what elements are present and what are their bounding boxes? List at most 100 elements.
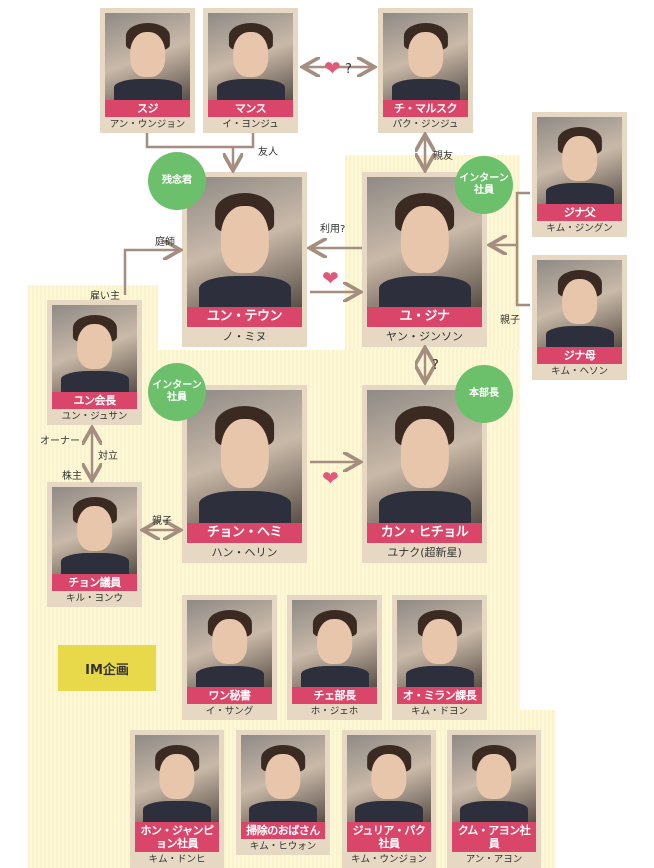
character-card: チョン議員キル・ヨンウ: [47, 482, 142, 607]
badge-text: 残念君: [162, 175, 192, 186]
badge-text-line: インターン: [152, 380, 202, 391]
character-card: ジナ父キム・ジングン: [532, 112, 627, 237]
badge-text: インターン社員: [152, 380, 202, 404]
actor-name: キム・ウンジョン: [350, 854, 427, 865]
label-friends: 友人: [258, 147, 278, 158]
label-conflict: 対立: [98, 451, 118, 462]
heart-icon: ❤: [322, 466, 339, 490]
badge-text-line: インターン: [459, 173, 509, 184]
character-photo: [135, 735, 219, 822]
badge-text-line: 社員: [474, 185, 494, 196]
role-name: マンス: [208, 100, 293, 117]
role-name: チョン議員: [52, 574, 137, 591]
role-name: ユン会長: [52, 392, 137, 409]
character-photo: [537, 260, 622, 347]
role-name: チョン・ヘミ: [187, 523, 302, 543]
character-photo: [187, 600, 272, 687]
actor-name: キム・ドヨン: [410, 706, 468, 717]
character-photo: [187, 177, 302, 307]
character-photo: [452, 735, 536, 822]
actor-name: アン・アヨン: [465, 854, 523, 865]
company-label: IM企画: [58, 645, 156, 691]
character-photo: [105, 13, 190, 100]
character-photo: [292, 600, 377, 687]
heart-icon: ❤: [322, 266, 339, 290]
character-card: チョン・ヘミハン・ヘリン: [182, 385, 307, 563]
actor-name: イ・ヨンジュ: [222, 119, 279, 130]
label-gardener: 庭師: [155, 237, 175, 248]
role-name: スジ: [105, 100, 190, 117]
character-card: オ・ミラン課長キム・ドヨン: [392, 595, 487, 720]
role-name: ジュリア・パク社員: [347, 822, 431, 852]
character-card: 掃除のおばさんキム・ヒウォン: [236, 730, 330, 855]
character-photo: [208, 13, 293, 100]
badge-hemi: インターン社員: [148, 363, 206, 421]
label-use: 利用?: [320, 224, 346, 235]
character-card: カン・ヒチョルユナク(超新星): [362, 385, 487, 563]
character-photo: [52, 487, 137, 574]
role-name: ジナ母: [537, 347, 622, 364]
label-parent-child: 親子: [500, 315, 520, 326]
character-photo: [347, 735, 431, 822]
actor-name: キム・ヘソン: [550, 366, 608, 377]
role-name: クム・アヨン社員: [452, 822, 536, 852]
actor-name: キム・ドンヒ: [148, 854, 206, 865]
character-card: ジナ母キム・ヘソン: [532, 255, 627, 380]
label-employer: 雇い主: [90, 291, 120, 302]
label-shareholder: 株主: [62, 471, 82, 482]
actor-name: キル・ヨンウ: [65, 593, 123, 604]
character-card: ホン・ジャンピョン社員キム・ドンヒ: [130, 730, 224, 868]
actor-name: パク・ジンジュ: [392, 119, 459, 130]
role-name: ジナ父: [537, 204, 622, 221]
character-card: ユ・ジナヤン・ジンソン: [362, 172, 487, 347]
actor-name: キム・ジングン: [546, 223, 613, 234]
character-card: チ・マルスクパク・ジンジュ: [378, 8, 473, 133]
actor-name: ホ・ジェホ: [310, 706, 359, 717]
actor-name: ヤン・ジンソン: [386, 330, 463, 343]
badge-jina: インターン社員: [455, 156, 513, 214]
role-name: ユ・ジナ: [367, 307, 482, 327]
actor-name: キム・ヒウォン: [249, 841, 317, 852]
character-photo: [537, 117, 622, 204]
label-love-question: ?: [345, 62, 352, 77]
role-name: チ・マルスク: [383, 100, 468, 117]
badge-text: 本部長: [469, 388, 499, 399]
character-photo: [383, 13, 468, 100]
character-card: ジュリア・パク社員キム・ウンジョン: [342, 730, 436, 868]
character-card: ユン会長ユン・ジュサン: [47, 300, 142, 425]
role-name: 掃除のおばさん: [241, 822, 325, 839]
label-best-friend: 親友: [433, 151, 453, 162]
role-name: カン・ヒチョル: [367, 523, 482, 543]
actor-name: ユナク(超新星): [387, 546, 462, 559]
role-name: チェ部長: [292, 687, 377, 704]
character-card: チェ部長ホ・ジェホ: [287, 595, 382, 720]
character-photo: [52, 305, 137, 392]
character-card: マンスイ・ヨンジュ: [203, 8, 298, 133]
label-question: ?: [432, 358, 439, 373]
role-name: ワン秘書: [187, 687, 272, 704]
character-photo: [367, 390, 482, 523]
badge-hicheol: 本部長: [455, 365, 513, 423]
character-card: ユン・テウンノ・ミヌ: [182, 172, 307, 347]
badge-text-line: 社員: [167, 392, 187, 403]
role-name: ホン・ジャンピョン社員: [135, 822, 219, 852]
character-photo: [241, 735, 325, 822]
role-name: ユン・テウン: [187, 307, 302, 327]
character-card: ワン秘書イ・サング: [182, 595, 277, 720]
character-photo: [367, 177, 482, 307]
character-card: クム・アヨン社員アン・アヨン: [447, 730, 541, 868]
actor-name: イ・サング: [205, 706, 254, 717]
actor-name: ハン・ヘリン: [211, 546, 278, 559]
label-parent-child: 親子: [152, 516, 172, 527]
badge-text: インターン社員: [459, 173, 509, 197]
heart-icon: ❤: [324, 56, 341, 80]
badge-taewoong: 残念君: [148, 152, 206, 210]
role-name: オ・ミラン課長: [397, 687, 482, 704]
character-photo: [187, 390, 302, 523]
actor-name: アン・ウンジョン: [109, 119, 186, 130]
actor-name: ユン・ジュサン: [61, 411, 128, 422]
character-photo: [397, 600, 482, 687]
label-owner: オーナー: [40, 436, 80, 447]
actor-name: ノ・ミヌ: [222, 330, 267, 343]
